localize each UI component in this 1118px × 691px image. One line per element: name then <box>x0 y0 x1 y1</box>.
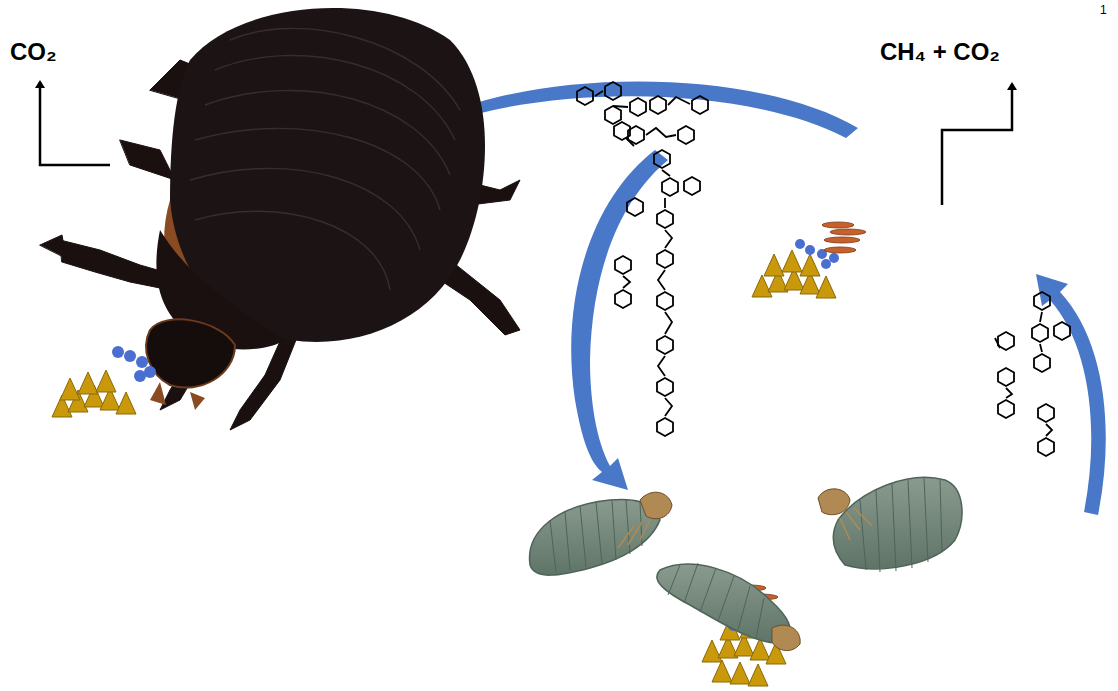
larva <box>530 492 672 575</box>
dung-pellets <box>752 222 866 298</box>
cycle-arrows <box>428 81 1106 515</box>
larva <box>818 477 962 572</box>
release-arrow <box>942 84 1012 205</box>
gas-label: CO₂ <box>10 40 57 64</box>
aromatic-structures <box>577 82 1070 456</box>
dung-pellets <box>52 346 156 417</box>
dung-beetle <box>40 8 520 430</box>
release-arrow <box>40 82 110 165</box>
page-number: 1 <box>1100 4 1107 16</box>
gas-label: CH₄ + CO₂ <box>880 40 1000 64</box>
larva <box>657 563 800 651</box>
